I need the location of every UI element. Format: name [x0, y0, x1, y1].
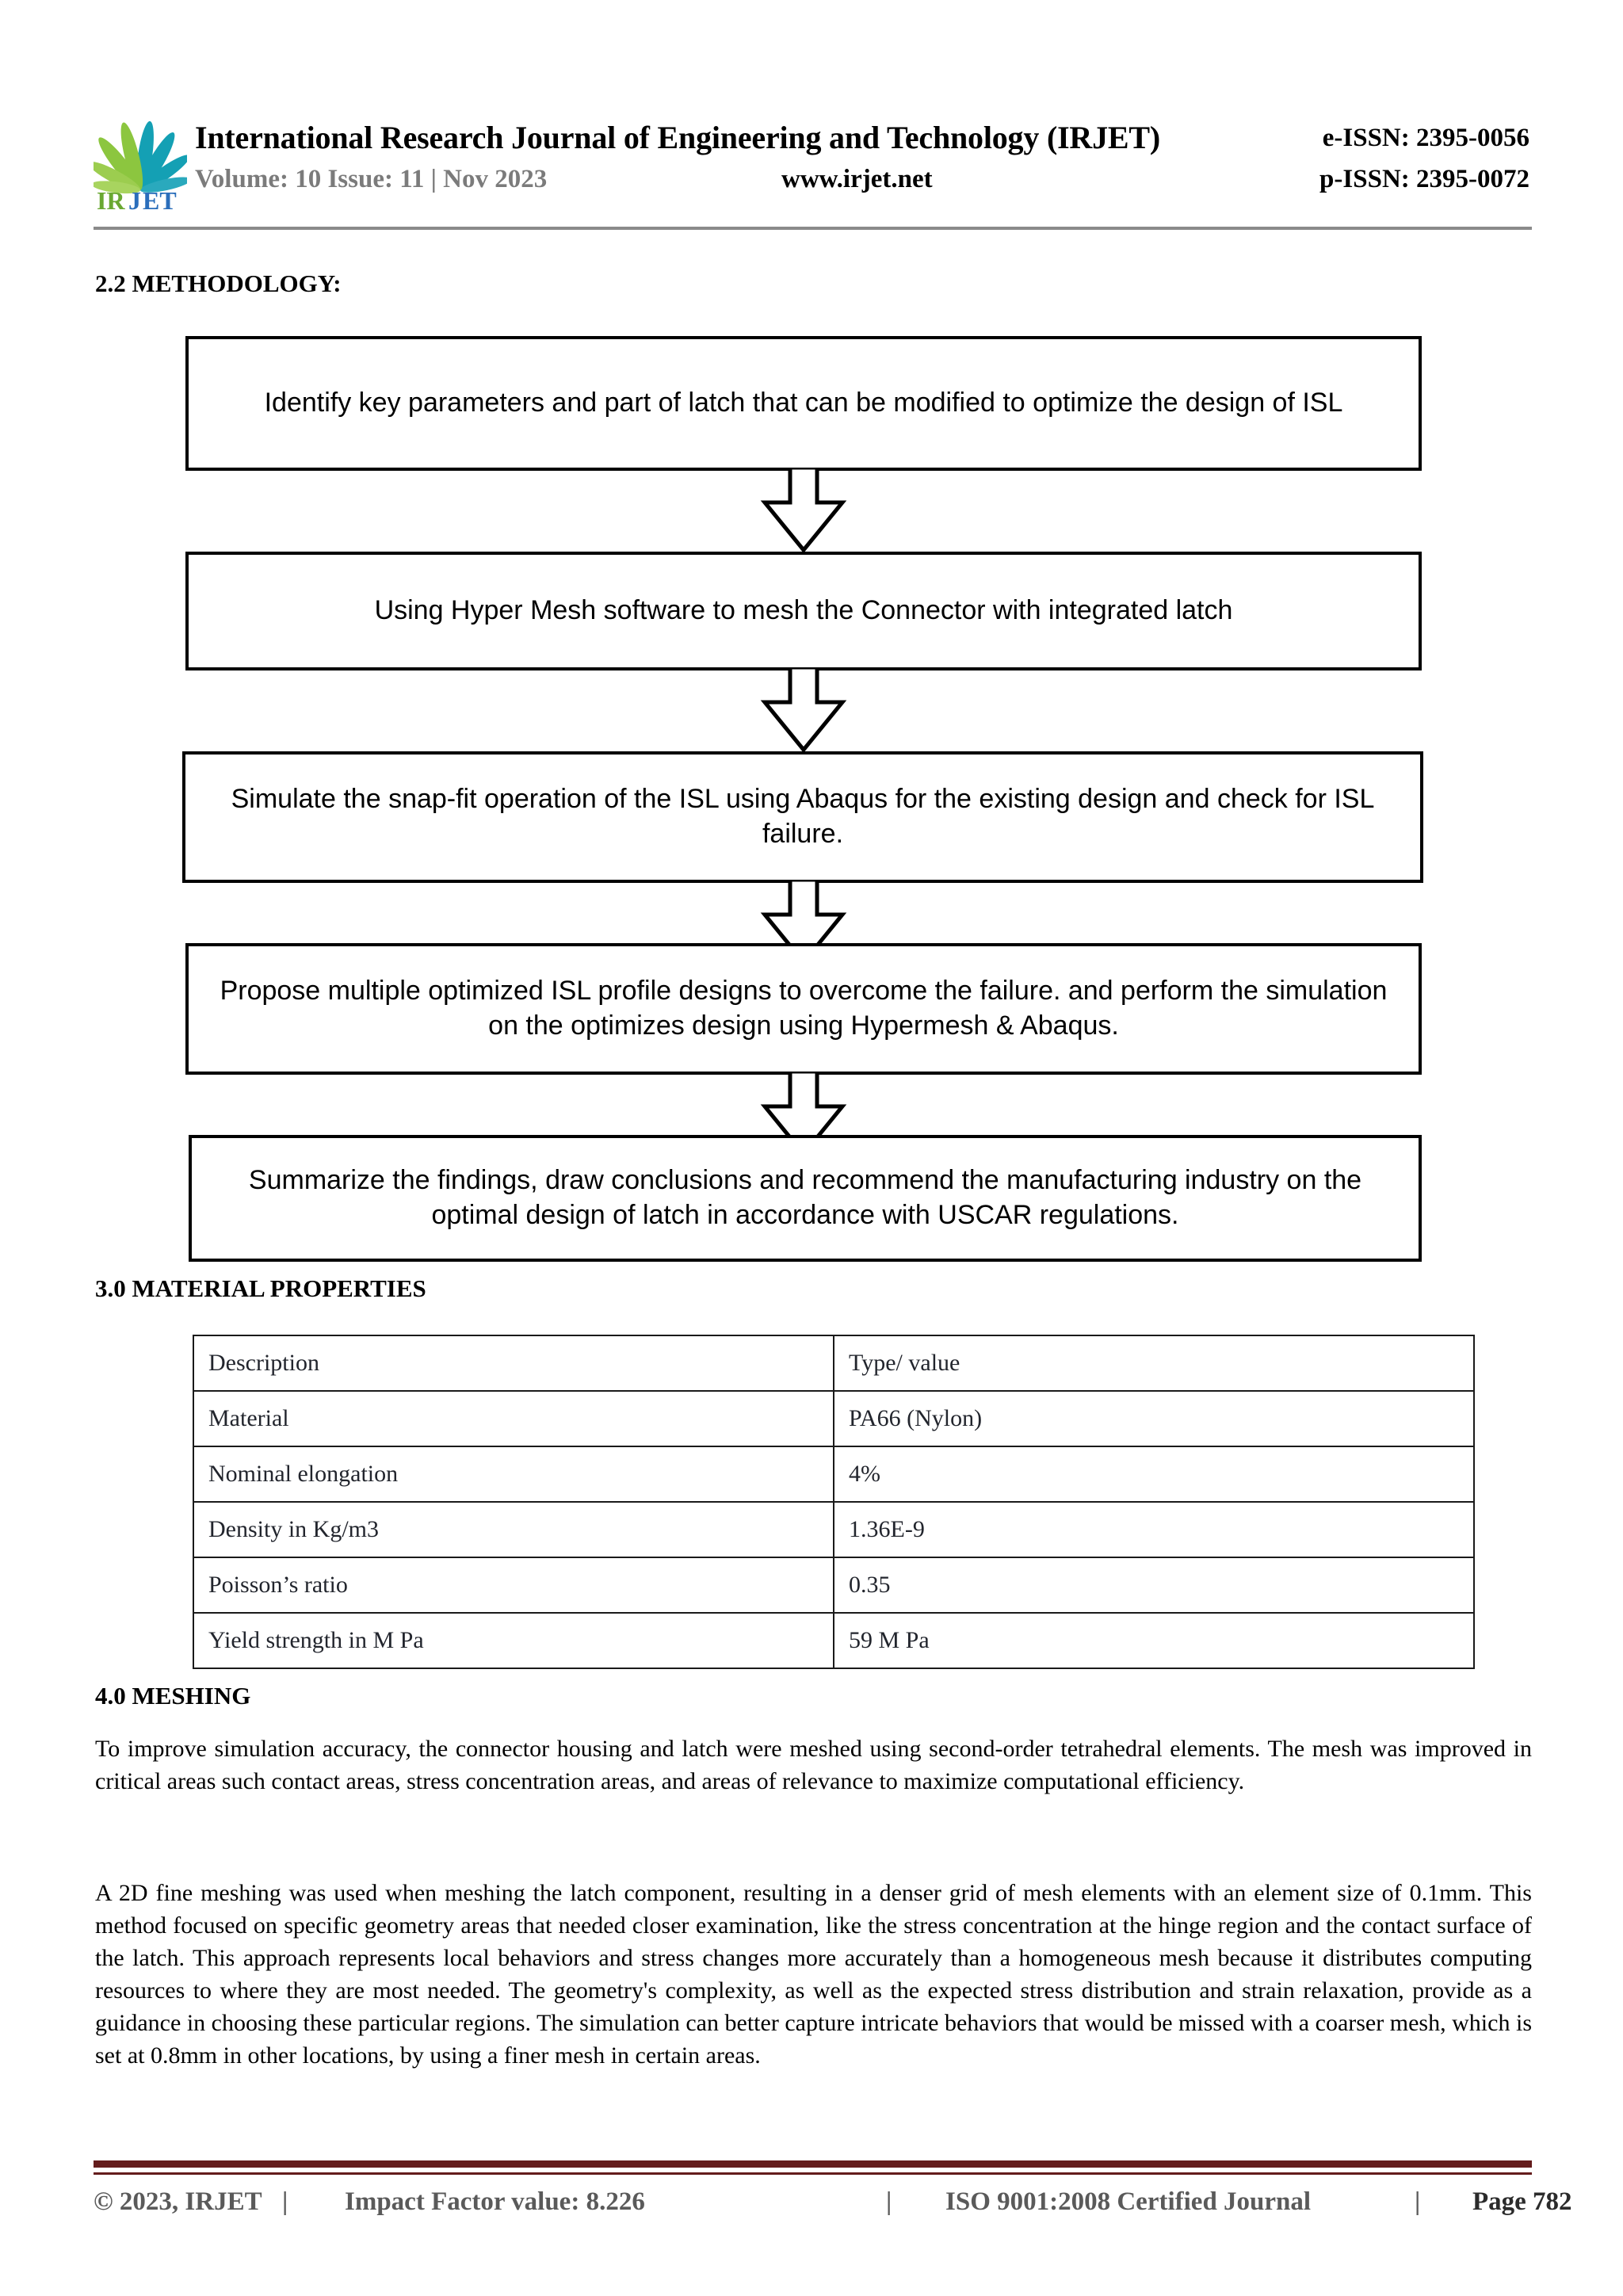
- volume-issue-label: Volume: 10 Issue: 11 | Nov 2023: [195, 165, 548, 193]
- table-row: Material PA66 (Nylon): [193, 1390, 1475, 1447]
- flow-step-5: Summarize the findings, draw conclusions…: [189, 1135, 1422, 1262]
- header-text-block: International Research Journal of Engine…: [195, 117, 1529, 214]
- page-footer: © 2023, IRJET | Impact Factor value: 8.2…: [94, 2187, 1572, 2232]
- irjet-logo-icon: IR J ET: [94, 120, 187, 214]
- table-cell-description: Material: [193, 1390, 834, 1447]
- flow-arrow-1: [760, 468, 847, 553]
- table-cell-value: 0.35: [833, 1557, 1475, 1614]
- header-divider: [94, 227, 1532, 230]
- table-cell-description: Nominal elongation: [193, 1446, 834, 1503]
- journal-title: International Research Journal of Engine…: [195, 120, 1161, 155]
- logo-text-j: J: [128, 186, 141, 214]
- flow-step-2: Using Hyper Mesh software to mesh the Co…: [185, 552, 1422, 670]
- table-header-value: Type/ value: [833, 1335, 1475, 1392]
- material-properties-table: Description Type/ value Material PA66 (N…: [193, 1335, 1475, 1669]
- table-row: Yield strength in M Pa 59 M Pa: [193, 1612, 1475, 1669]
- flow-step-1-label: Identify key parameters and part of latc…: [264, 388, 1343, 418]
- table-cell-description: Poisson’s ratio: [193, 1557, 834, 1614]
- table-header-description: Description: [193, 1335, 834, 1392]
- irjet-logo: IR J ET: [94, 117, 187, 214]
- flow-step-4-label: Propose multiple optimized ISL profile d…: [220, 976, 1388, 1041]
- footer-copyright: © 2023, IRJET: [94, 2187, 262, 2216]
- meshing-paragraph-1: To improve simulation accuracy, the conn…: [95, 1736, 1532, 1795]
- table-cell-value: 59 M Pa: [833, 1612, 1475, 1669]
- footer-certification: ISO 9001:2008 Certified Journal: [945, 2187, 1312, 2216]
- section-heading-material-properties: 3.0 MATERIAL PROPERTIES: [95, 1274, 426, 1302]
- flow-arrow-4: [760, 1072, 847, 1157]
- table-row: Nominal elongation 4%: [193, 1446, 1475, 1503]
- e-issn-label: e-ISSN: 2395-0056: [1322, 124, 1529, 152]
- logo-text-ir: IR: [97, 186, 125, 214]
- down-arrow-icon: [760, 880, 847, 965]
- down-arrow-icon: [760, 1072, 847, 1157]
- table-cell-value: PA66 (Nylon): [833, 1390, 1475, 1447]
- p-issn-label: p-ISSN: 2395-0072: [1319, 165, 1529, 193]
- section-heading-meshing: 4.0 MESHING: [95, 1682, 251, 1710]
- page-header: IR J ET International Research Journal o…: [94, 117, 1529, 214]
- table-cell-value: 1.36E-9: [833, 1501, 1475, 1558]
- footer-separator: |: [886, 2187, 892, 2216]
- journal-website-link[interactable]: www.irjet.net: [781, 165, 933, 193]
- table-cell-value: 4%: [833, 1446, 1475, 1503]
- footer-divider-thick: [94, 2160, 1532, 2168]
- flow-step-2-label: Using Hyper Mesh software to mesh the Co…: [374, 595, 1233, 626]
- flow-arrow-3: [760, 880, 847, 965]
- flow-step-3: Simulate the snap-fit operation of the I…: [182, 751, 1423, 883]
- table-row: Density in Kg/m3 1.36E-9: [193, 1501, 1475, 1558]
- footer-impact-factor: Impact Factor value: 8.226: [345, 2187, 645, 2216]
- down-arrow-icon: [760, 667, 847, 753]
- flow-step-3-label: Simulate the snap-fit operation of the I…: [231, 784, 1375, 849]
- flow-step-4: Propose multiple optimized ISL profile d…: [185, 943, 1422, 1075]
- table-row: Poisson’s ratio 0.35: [193, 1557, 1475, 1614]
- footer-separator: |: [282, 2187, 288, 2216]
- section-heading-methodology: 2.2 METHODOLOGY:: [95, 269, 342, 297]
- flow-arrow-2: [760, 667, 847, 753]
- flow-step-1: Identify key parameters and part of latc…: [185, 336, 1422, 471]
- down-arrow-icon: [760, 468, 847, 553]
- footer-separator: |: [1415, 2187, 1421, 2216]
- table-cell-description: Density in Kg/m3: [193, 1501, 834, 1558]
- logo-text-et: ET: [143, 186, 177, 214]
- footer-divider-thin: [94, 2172, 1532, 2175]
- table-cell-description: Yield strength in M Pa: [193, 1612, 834, 1669]
- footer-page-number: Page 782: [1472, 2187, 1572, 2216]
- table-header-row: Description Type/ value: [193, 1335, 1475, 1392]
- flow-step-5-label: Summarize the findings, draw conclusions…: [248, 1165, 1362, 1230]
- meshing-paragraph-2: A 2D fine meshing was used when meshing …: [95, 1880, 1532, 2069]
